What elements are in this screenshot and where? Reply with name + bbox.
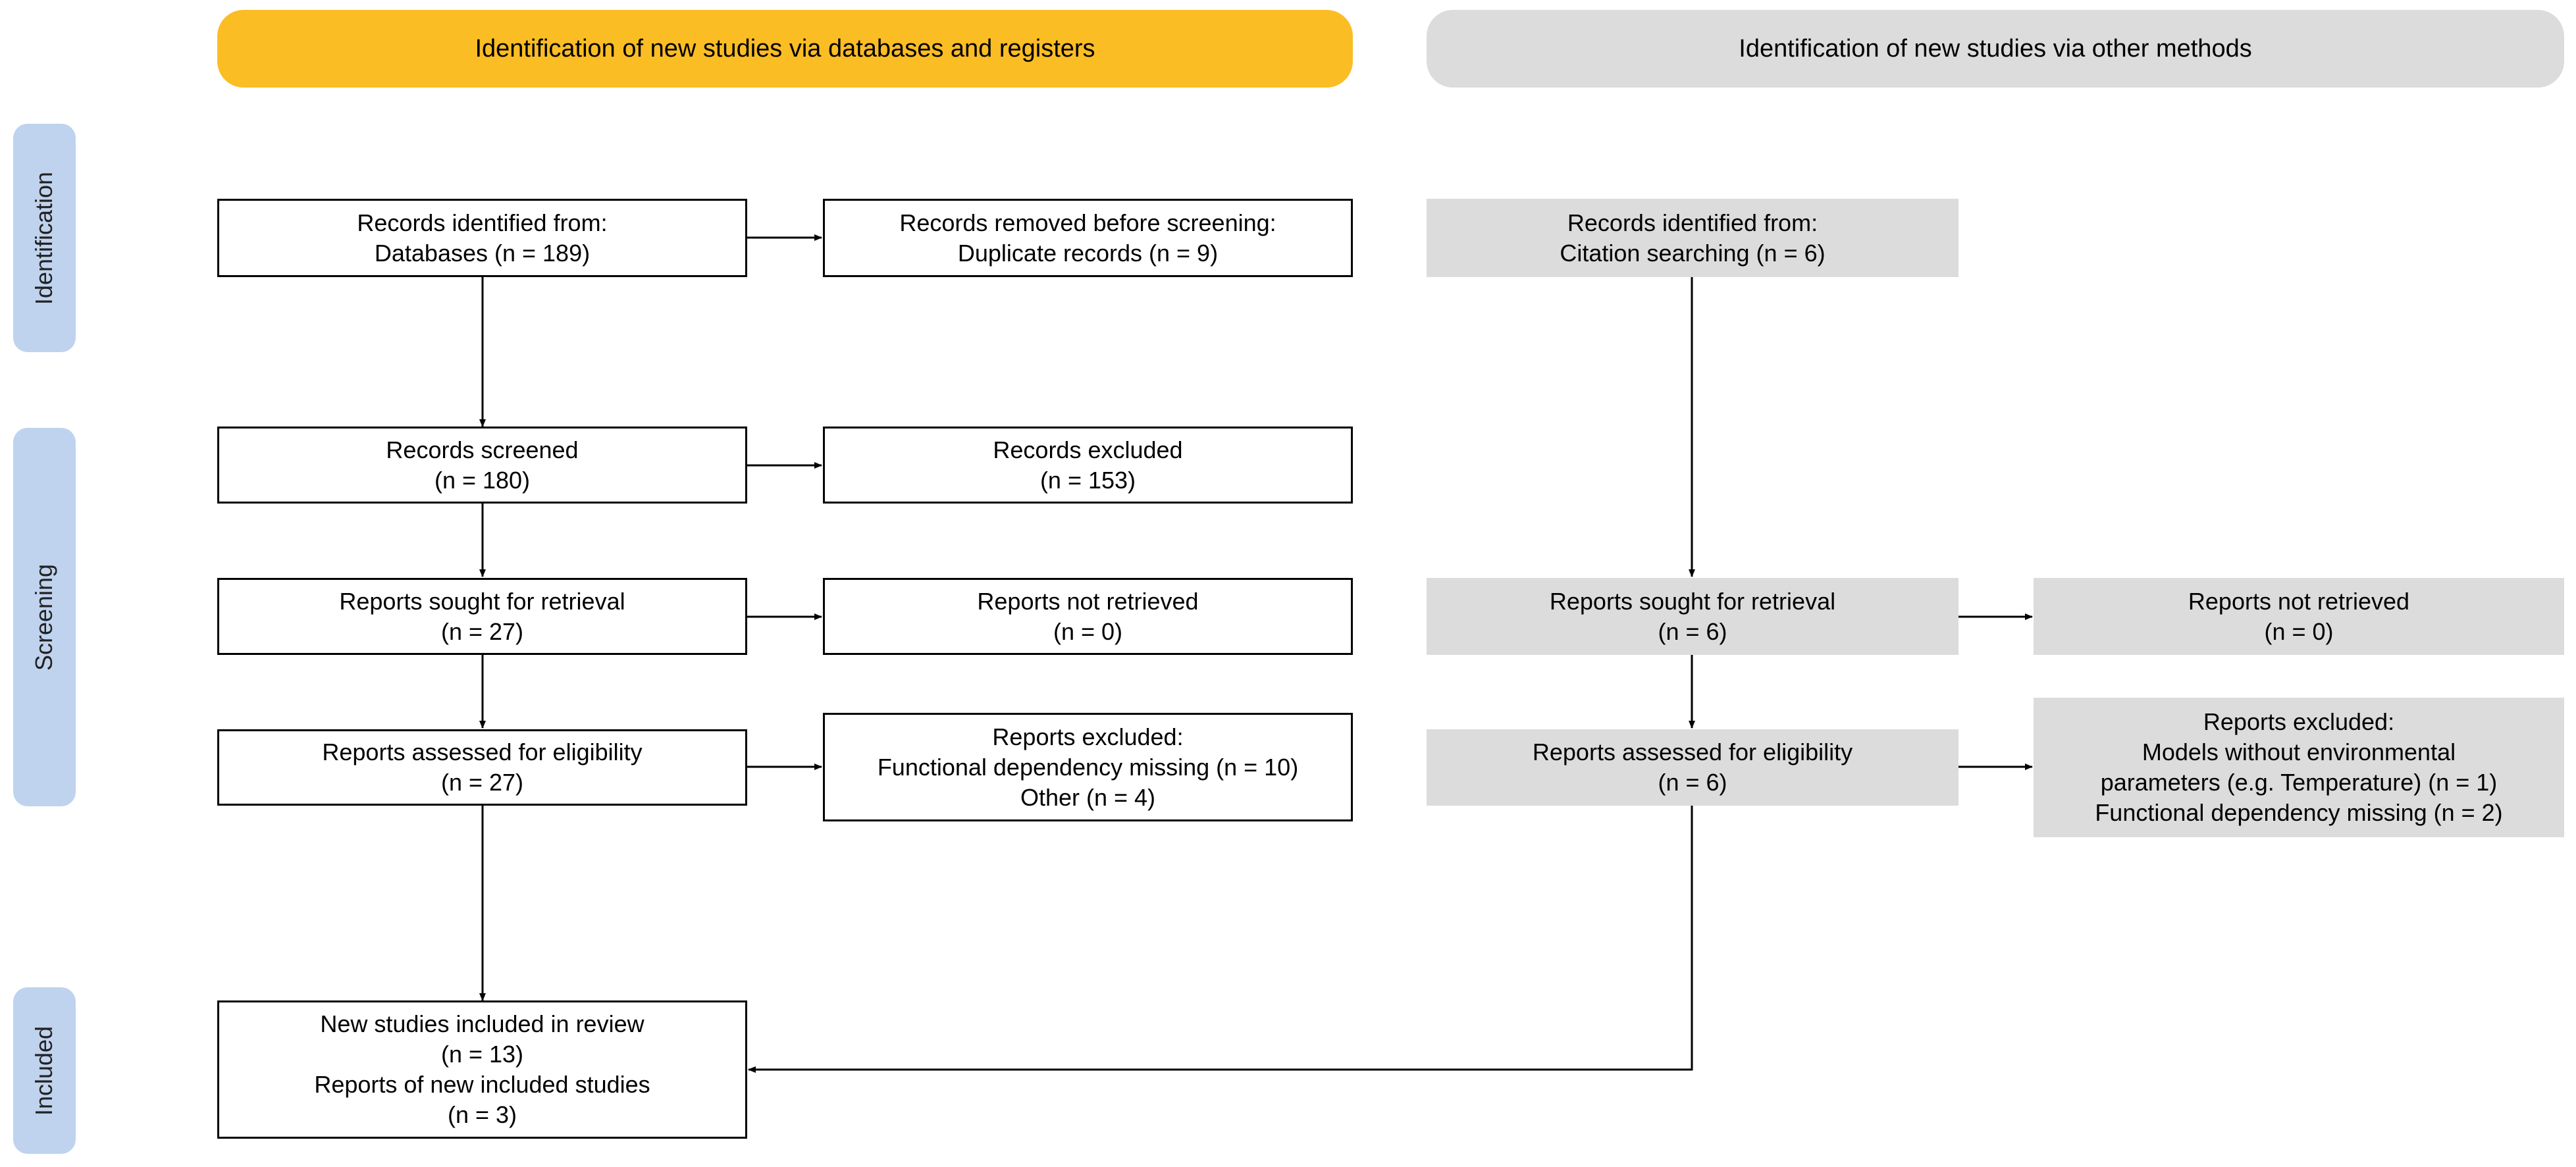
box-db-identified: Records identified from: Databases (n = … bbox=[217, 199, 747, 277]
header-other-methods-label: Identification of new studies via other … bbox=[1739, 34, 2252, 63]
box-other-sought: Reports sought for retrieval (n = 6) bbox=[1427, 578, 1958, 655]
box-db-not-retrieved: Reports not retrieved (n = 0) bbox=[823, 578, 1353, 655]
box-included: New studies included in review (n = 13) … bbox=[217, 1000, 747, 1139]
box-other-reports-excluded: Reports excluded: Models without environ… bbox=[2034, 698, 2564, 837]
box-db-sought: Reports sought for retrieval (n = 27) bbox=[217, 578, 747, 655]
phase-identification: Identification bbox=[13, 124, 76, 352]
header-databases: Identification of new studies via databa… bbox=[217, 10, 1353, 88]
arrow-other-assessed-to-included bbox=[748, 806, 1693, 1073]
box-db-screened: Records screened (n = 180) bbox=[217, 427, 747, 504]
box-db-assessed: Reports assessed for eligibility (n = 27… bbox=[217, 729, 747, 806]
box-db-reports-excluded: Reports excluded: Functional dependency … bbox=[823, 713, 1353, 821]
phase-included: Included bbox=[13, 987, 76, 1154]
header-databases-label: Identification of new studies via databa… bbox=[475, 34, 1095, 63]
box-other-assessed: Reports assessed for eligibility (n = 6) bbox=[1427, 729, 1958, 806]
box-other-identified: Records identified from: Citation search… bbox=[1427, 199, 1958, 277]
box-other-not-retrieved: Reports not retrieved (n = 0) bbox=[2034, 578, 2564, 655]
box-db-removed: Records removed before screening: Duplic… bbox=[823, 199, 1353, 277]
header-other-methods: Identification of new studies via other … bbox=[1427, 10, 2564, 88]
phase-screening: Screening bbox=[13, 428, 76, 806]
box-db-excluded: Records excluded (n = 153) bbox=[823, 427, 1353, 504]
